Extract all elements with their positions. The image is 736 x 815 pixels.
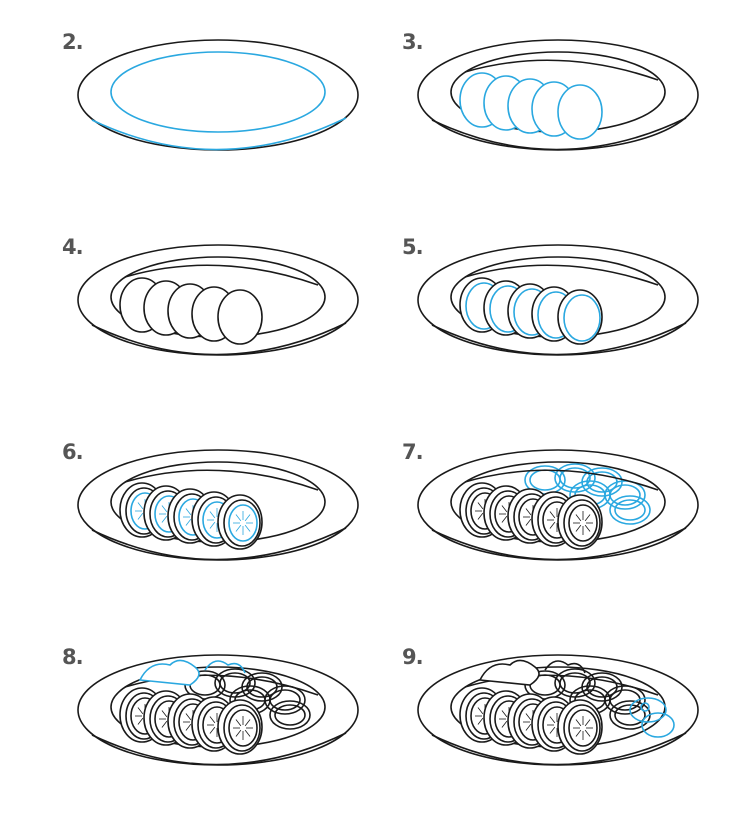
step-panel-3: 3. xyxy=(340,0,699,200)
plate-drawing xyxy=(77,39,359,151)
step-panel-7: 7. xyxy=(340,410,699,610)
plate-drawing xyxy=(77,449,359,561)
step-number: 6. xyxy=(62,440,84,464)
plate-rim xyxy=(77,39,359,151)
plate-drawing xyxy=(77,244,359,356)
plate-bottom xyxy=(91,732,347,766)
plate-bottom xyxy=(431,322,687,356)
plate-bottom xyxy=(431,117,687,151)
plate-drawing xyxy=(417,39,699,151)
plate-bottom xyxy=(431,527,687,561)
step-panel-8: 8. xyxy=(0,615,359,815)
plate-bottom xyxy=(91,322,347,356)
egg xyxy=(629,697,667,723)
step-number: 2. xyxy=(62,30,84,54)
step-panel-6: 6. xyxy=(0,410,359,610)
plate-well xyxy=(110,51,326,133)
cucumber-slice xyxy=(557,84,603,140)
plate-drawing xyxy=(417,654,699,766)
step-number: 9. xyxy=(402,645,424,669)
step-number: 3. xyxy=(402,30,424,54)
plate-bottom xyxy=(91,527,347,561)
plate-drawing xyxy=(417,244,699,356)
cucumber-slice xyxy=(557,289,603,345)
step-number: 4. xyxy=(62,235,84,259)
step-panel-9: 9. xyxy=(340,615,699,815)
plate-drawing xyxy=(77,654,359,766)
lettuce-leaf xyxy=(478,659,540,686)
lettuce-leaf xyxy=(138,659,200,686)
step-number: 5. xyxy=(402,235,424,259)
plate-bottom xyxy=(91,117,347,151)
step-panel-5: 5. xyxy=(340,205,699,405)
step-panel-4: 4. xyxy=(0,205,359,405)
cucumber-slice xyxy=(217,289,263,345)
plate-bottom xyxy=(431,732,687,766)
step-number: 8. xyxy=(62,645,84,669)
plate-drawing xyxy=(417,449,699,561)
step-panel-2: 2. xyxy=(0,0,359,200)
step-number: 7. xyxy=(402,440,424,464)
